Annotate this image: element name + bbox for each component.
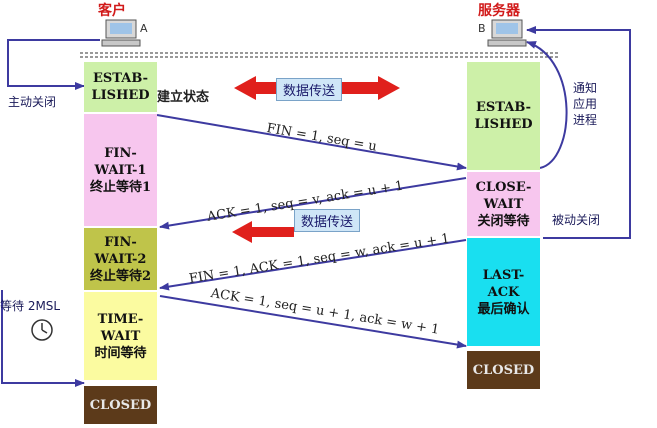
- active-close-line: [7, 39, 100, 90]
- client-computer-icon: [101, 19, 141, 47]
- server-state-established: ESTAB- LISHED: [467, 62, 540, 170]
- wait-2msl-label: 等待 2MSL: [0, 299, 61, 313]
- server-host-label: B: [478, 22, 486, 35]
- data-transfer-pill-middle: 数据传送: [294, 209, 361, 232]
- server-state-closed-line1: CLOSED: [472, 362, 535, 378]
- client-state-fin-wait-2-line1: FIN-WAIT-2: [94, 234, 147, 267]
- server-title: 服务器: [478, 3, 520, 19]
- message-arrow-final-ack: [159, 295, 467, 349]
- wait-2msl-line: [1, 290, 85, 387]
- client-state-time-wait-line1: TIME-WAIT: [97, 311, 144, 344]
- data-transfer-pill-top: 数据传送: [276, 78, 343, 101]
- server-state-last-ack: LAST-ACK 最后确认: [467, 238, 540, 346]
- clock-icon: [31, 319, 53, 341]
- client-state-fin-wait-1-line1: FIN-WAIT-1: [94, 145, 147, 178]
- message-arrow-fin: [156, 114, 467, 171]
- client-state-established: ESTAB- LISHED: [84, 62, 157, 112]
- client-state-established-line1: ESTAB-: [93, 71, 148, 86]
- server-state-close-wait: CLOSE-WAIT 关闭等待: [467, 172, 540, 236]
- client-state-closed: CLOSED: [84, 386, 157, 424]
- data-transfer-left-arrow: [232, 221, 294, 243]
- notify-app-line3: 进程: [573, 113, 598, 127]
- client-state-fin-wait-2: FIN-WAIT-2 终止等待2: [84, 228, 157, 290]
- notify-app-line2: 应用: [573, 97, 598, 111]
- client-state-closed-line1: CLOSED: [89, 397, 152, 413]
- client-state-fin-wait-2-line2: 终止等待2: [89, 268, 152, 284]
- message-arrow-ack1: [159, 177, 467, 230]
- server-computer-icon: [487, 19, 527, 47]
- client-state-time-wait-line2: 时间等待: [94, 345, 147, 361]
- client-state-time-wait: TIME-WAIT 时间等待: [84, 292, 157, 380]
- notify-app-label: 通知 应用 进程: [573, 80, 597, 128]
- server-state-last-ack-line1: LAST-ACK: [482, 267, 525, 300]
- client-state-established-line2: LISHED: [91, 88, 150, 103]
- message-arrow-fin-ack: [159, 239, 467, 291]
- passive-close-line: [543, 29, 631, 239]
- notify-app-arrow: [526, 41, 568, 169]
- client-state-fin-wait-1: FIN-WAIT-1 终止等待1: [84, 114, 157, 226]
- established-state-label: 建立状态: [157, 90, 210, 105]
- server-state-established-line1: ESTAB-: [476, 100, 531, 115]
- notify-app-line1: 通知: [573, 81, 598, 95]
- passive-close-label: 被动关闭: [552, 213, 601, 227]
- server-state-closed: CLOSED: [467, 351, 540, 389]
- server-state-established-line2: LISHED: [474, 117, 533, 132]
- client-host-label: A: [140, 22, 148, 35]
- server-state-last-ack-line2: 最后确认: [477, 301, 530, 317]
- server-state-close-wait-line2: 关闭等待: [477, 213, 530, 229]
- client-state-fin-wait-1-line2: 终止等待1: [89, 179, 152, 195]
- active-close-label: 主动关闭: [8, 95, 57, 109]
- server-state-close-wait-line1: CLOSE-WAIT: [475, 179, 532, 212]
- client-title: 客户: [98, 3, 126, 19]
